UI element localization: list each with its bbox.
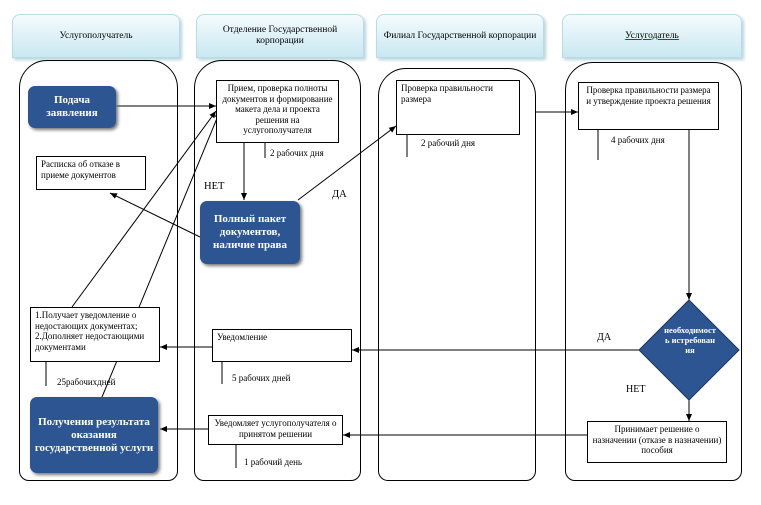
- label-yes-2: ДА: [597, 332, 612, 343]
- label-2-days-branch: 2 рабочий дня: [421, 138, 476, 148]
- lane-state-corp-office: [194, 60, 361, 481]
- final-decision-node: Принимает решение о назначении (отказе в…: [587, 421, 727, 463]
- reception-node: Прием, проверка полноты документов и фор…: [216, 80, 339, 143]
- missing-docs-node: 1.Получает уведомление о недостающих док…: [30, 307, 160, 362]
- decision-diamond: [638, 299, 740, 401]
- label-2-days: 2 рабочих дня: [270, 148, 324, 158]
- label-5-days: 5 рабочих дней: [232, 373, 291, 383]
- lane-service-provider: [565, 62, 742, 481]
- rejection-receipt-node: Расписка об отказе в приеме документов: [36, 156, 146, 190]
- submit-application-node: Подача заявления: [28, 86, 116, 128]
- label-yes-1: ДА: [332, 189, 347, 200]
- label-25-days: 25рабочихдней: [57, 377, 116, 387]
- label-1-day: 1 рабочий день: [244, 457, 302, 467]
- header-service-provider: Услугодатель: [562, 14, 742, 58]
- header-state-corp-office: Отделение Государственной корпорации: [196, 14, 364, 58]
- header-service-recipient: Услугополучатель: [12, 14, 180, 58]
- label-4-days: 4 рабочих дня: [611, 135, 665, 145]
- lane-service-recipient: [19, 60, 178, 481]
- size-check-node: Проверка правильности размера: [396, 80, 520, 135]
- necessity-label: необходимость истребования: [664, 325, 716, 355]
- full-package-node: Полный пакет документов, наличие права: [200, 201, 300, 264]
- approve-decision-node: Проверка правильности размера и утвержде…: [578, 82, 719, 130]
- notice-node: Уведомление: [212, 329, 352, 362]
- header-state-corp-branch: Филиал Государственной корпорации: [376, 14, 544, 58]
- label-no-1: НЕТ: [204, 181, 225, 192]
- informs-decision-node: Уведомляет услугополучателя о принятом р…: [208, 415, 343, 445]
- result-node: Получения результата оказания государств…: [30, 397, 158, 473]
- label-no-2: НЕТ: [626, 384, 646, 395]
- lane-state-corp-branch: [378, 68, 536, 481]
